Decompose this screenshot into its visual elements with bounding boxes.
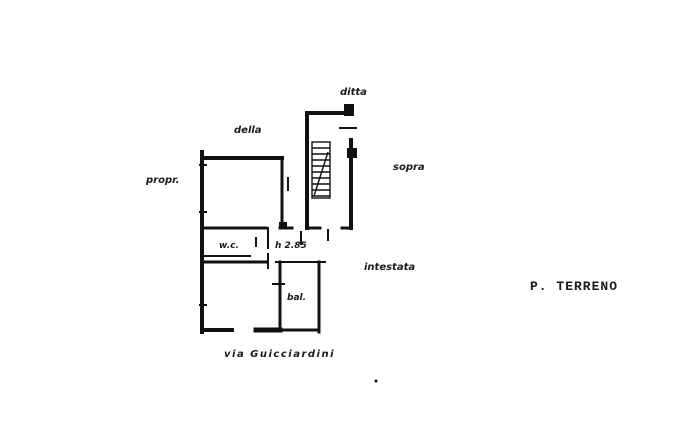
label-intestata: intestata	[364, 262, 415, 273]
stair-direction-line	[313, 151, 329, 197]
stair-tread-frame	[311, 141, 331, 199]
stair-entry-block	[344, 104, 354, 116]
stair-treads	[311, 141, 331, 199]
label-propr: propr.	[145, 175, 179, 186]
label-bath: bal.	[287, 293, 306, 303]
stray-mark	[374, 379, 378, 383]
stair-side-block	[347, 148, 357, 158]
stairwell	[305, 104, 357, 230]
floor-label: P. TERRENO	[530, 279, 618, 294]
label-street: via Guicciardini	[224, 349, 335, 360]
wall-block	[279, 222, 287, 228]
floor-plan-walls	[199, 150, 329, 334]
label-height: h 2.85	[275, 241, 307, 251]
label-ditta: ditta	[340, 87, 367, 98]
label-sopra: sopra	[393, 162, 425, 173]
label-della: della	[234, 125, 262, 136]
label-wc: w.c.	[219, 241, 239, 251]
floor-plan-labels: ditta della propr. sopra intestata w.c. …	[145, 87, 618, 360]
